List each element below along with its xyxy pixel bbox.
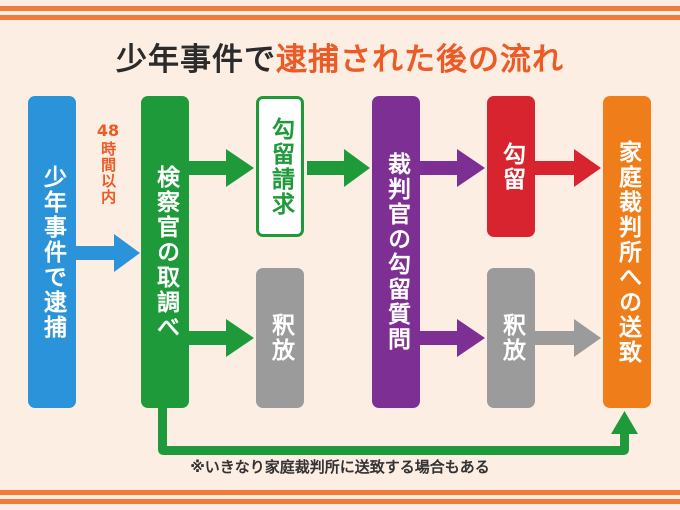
node-judge-hearing-label: 裁判官の勾留質問 bbox=[383, 152, 410, 352]
arrow-arrest-to-prosecutor bbox=[76, 234, 140, 272]
bottom-stripe-inner bbox=[0, 490, 680, 495]
arrow-detention-to-family-court bbox=[535, 149, 601, 187]
arrow-release-to-family-court bbox=[535, 319, 601, 357]
node-arrest-label: 少年事件で逮捕 bbox=[39, 164, 66, 340]
arrow-direct-to-family-court bbox=[158, 408, 638, 455]
time-limit-hours: 48 bbox=[96, 121, 120, 140]
node-detention: 勾留 bbox=[487, 96, 535, 237]
footnote: ※いきなり家庭裁判所に送致する場合もある bbox=[190, 458, 490, 476]
time-limit-text: 時間以内 bbox=[99, 141, 118, 206]
top-stripe bbox=[0, 6, 680, 11]
time-limit-note: 48 時間以内 bbox=[84, 121, 132, 206]
node-release-2-label: 釈放 bbox=[498, 313, 525, 363]
title-part-1: 少年事件で bbox=[116, 42, 276, 78]
node-detention-request: 勾留請求 bbox=[256, 96, 304, 237]
top-stripe-inner bbox=[0, 15, 680, 20]
node-release-2: 釈放 bbox=[487, 268, 535, 408]
arrow-to-detention bbox=[420, 149, 485, 187]
bottom-stripe bbox=[0, 499, 680, 504]
node-family-court: 家庭裁判所への送致 bbox=[603, 96, 651, 408]
arrow-to-release-2 bbox=[420, 319, 485, 357]
arrow-to-detention-request bbox=[189, 149, 254, 187]
node-arrest: 少年事件で逮捕 bbox=[28, 96, 76, 408]
node-family-court-label: 家庭裁判所への送致 bbox=[614, 139, 641, 365]
node-prosecutor-label: 検察官の取調べ bbox=[152, 164, 179, 340]
node-release-1: 釈放 bbox=[256, 268, 304, 408]
arrow-to-release-1 bbox=[189, 319, 254, 357]
node-release-1-label: 釈放 bbox=[267, 313, 294, 363]
page-title: 少年事件で逮捕された後の流れ bbox=[0, 34, 680, 79]
node-judge-hearing: 裁判官の勾留質問 bbox=[372, 96, 420, 408]
node-detention-request-label: 勾留請求 bbox=[267, 116, 294, 217]
node-prosecutor: 検察官の取調べ bbox=[141, 96, 189, 408]
arrow-to-judge-hearing bbox=[307, 149, 370, 187]
node-detention-label: 勾留 bbox=[498, 141, 525, 192]
title-part-2: 逮捕された後の流れ bbox=[276, 42, 564, 78]
